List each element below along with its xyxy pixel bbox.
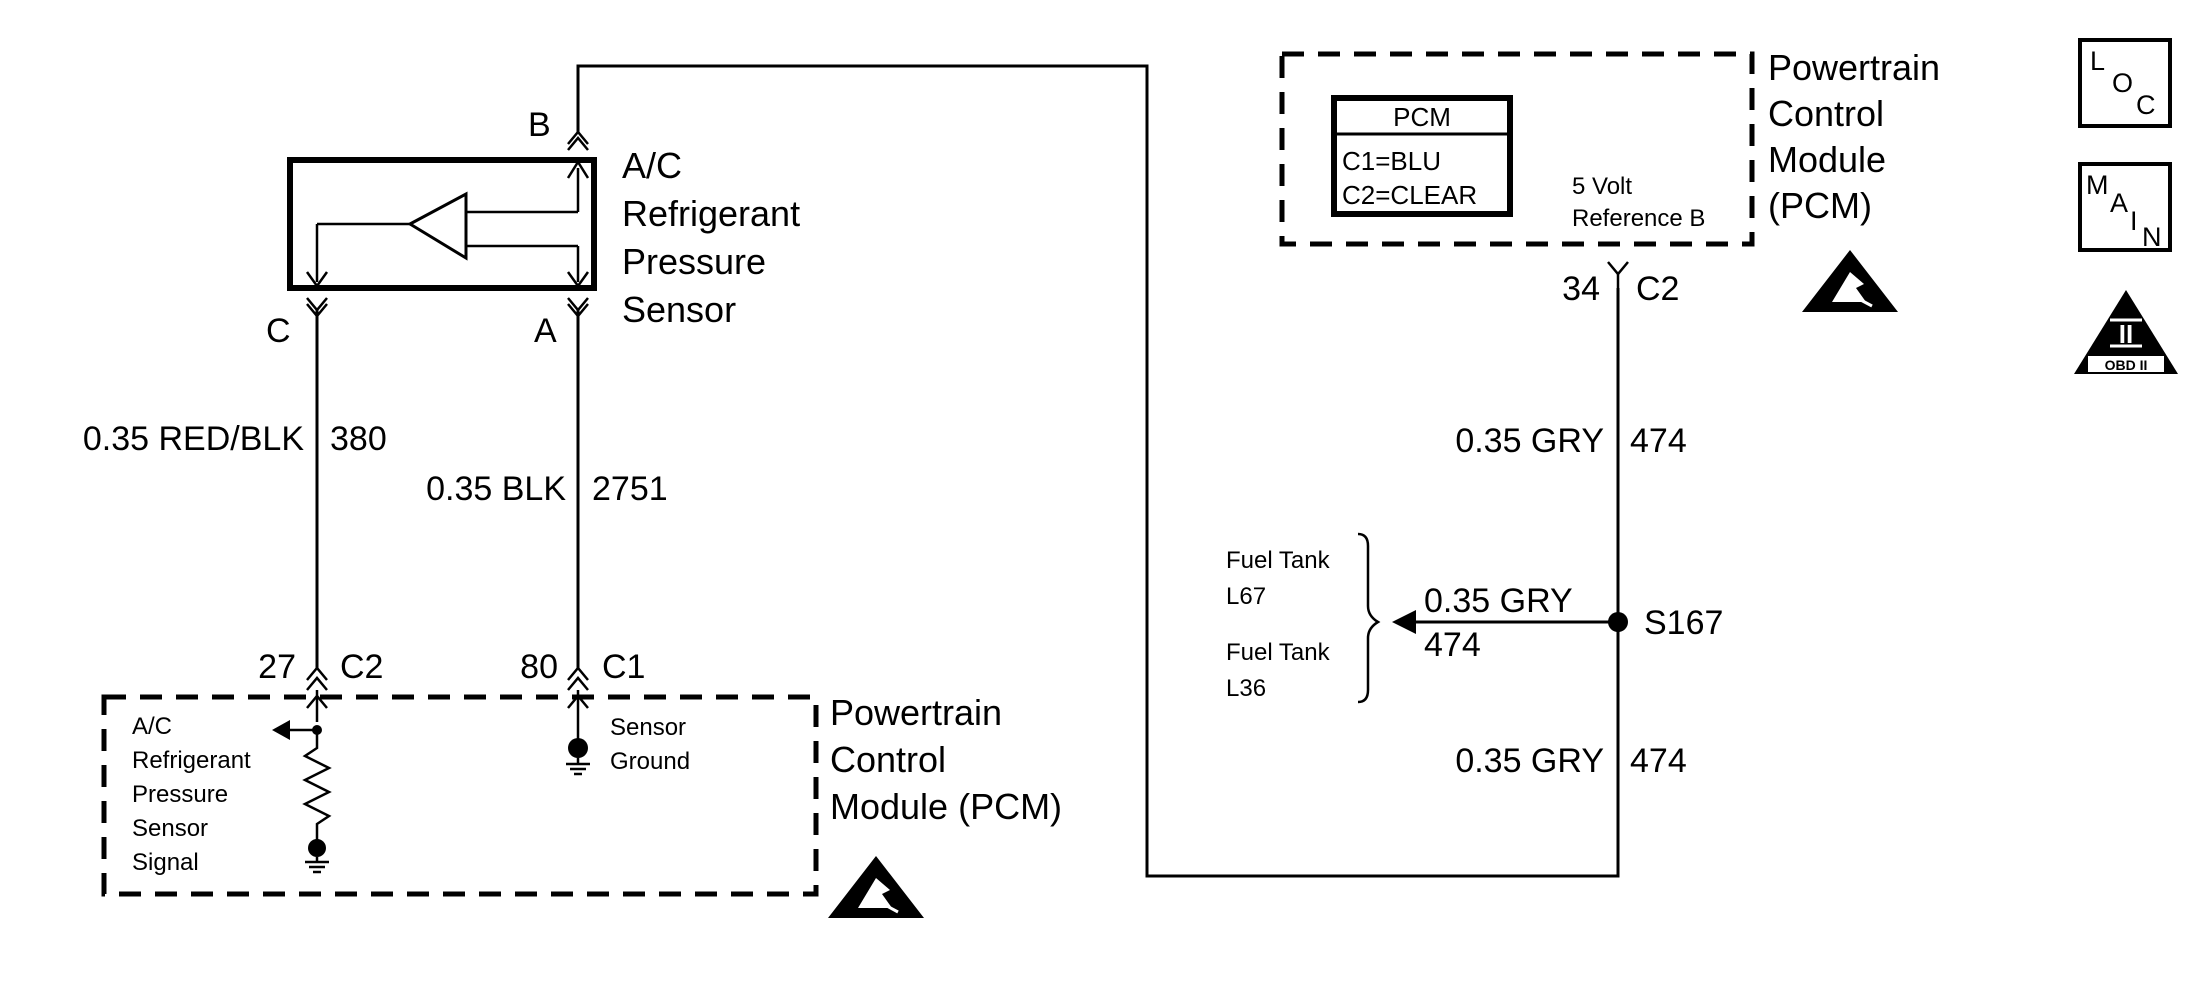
wire-474-lower-circuit: 474 <box>1630 742 1687 780</box>
option-brace <box>1357 532 1381 704</box>
pin-a-label: A <box>534 312 557 350</box>
ground-icon-2 <box>566 758 590 776</box>
pin-34-connector: C2 <box>1636 270 1679 308</box>
option2-line2: L36 <box>1226 675 1266 702</box>
option1-line2: L67 <box>1226 583 1266 610</box>
signal-arrow-icon <box>272 720 290 740</box>
pcm-upper-title-line3: Module <box>1768 139 1886 180</box>
pin-34-connector-symbol <box>1607 261 1629 290</box>
loc-symbol <box>2078 38 2172 128</box>
wire-474-branch-circuit: 474 <box>1424 626 1481 664</box>
connector-table <box>1331 95 1513 217</box>
ground-label-line2: Ground <box>610 748 690 775</box>
pcm-upper-title-line2: Control <box>1768 93 1884 134</box>
wire-380-gauge-color: 0.35 RED/BLK <box>83 420 304 458</box>
main-symbol <box>2078 162 2172 252</box>
wire-474-upper-circuit: 474 <box>1630 422 1687 460</box>
signal-label-line4: Sensor <box>132 815 208 842</box>
pin-80-connector-symbol <box>567 666 589 740</box>
wire-2751-circuit: 2751 <box>592 470 668 508</box>
sensor-label-line4: Sensor <box>622 289 736 330</box>
pin-b-connector <box>567 130 589 151</box>
wire-474-lower-gauge-color: 0.35 GRY <box>1455 742 1604 780</box>
pcm-upper-title-line1: Powertrain <box>1768 47 1940 88</box>
wire-circuit-474-loop <box>576 64 1620 878</box>
pcm-upper-boundary <box>1279 51 1755 247</box>
loc-letter-c: C <box>2136 90 2156 120</box>
loc-letter-l: L <box>2090 46 2105 76</box>
amplifier-symbol <box>406 191 468 261</box>
signal-label-line2: Refrigerant <box>132 747 251 774</box>
splice-id: S167 <box>1644 604 1723 642</box>
pin-80-number: 80 <box>520 648 558 686</box>
main-letter-a: A <box>2110 188 2128 218</box>
pcm-lower-title-line1: Powertrain <box>830 692 1002 733</box>
wire-474-branch-gauge-color: 0.35 GRY <box>1424 582 1573 620</box>
pin-34-number: 34 <box>1562 270 1600 308</box>
pin-27-connector: C2 <box>340 648 383 686</box>
wire-474-upper-gauge-color: 0.35 GRY <box>1455 422 1604 460</box>
esd-sensitive-icon <box>828 856 924 918</box>
loc-letter-o: O <box>2112 68 2133 98</box>
reference-label-line1: 5 Volt <box>1572 173 1632 200</box>
connector-table-row2: C2=CLEAR <box>1342 180 1477 210</box>
wire-380-circuit: 380 <box>330 420 387 458</box>
signal-label-line1: A/C <box>132 713 172 740</box>
ground-node-1 <box>308 839 326 857</box>
sensor-label-line1: A/C <box>622 145 682 186</box>
option1-line1: Fuel Tank <box>1226 547 1331 574</box>
pin-80-connector: C1 <box>602 648 645 686</box>
obd-ii-icon <box>2074 290 2178 374</box>
pin-b-label: B <box>528 106 551 144</box>
sensor-label-line3: Pressure <box>622 241 766 282</box>
resistor-symbol <box>302 730 332 842</box>
pin-c-label: C <box>266 312 291 350</box>
obd-label: OBD II <box>2105 357 2148 373</box>
reference-label-line2: Reference B <box>1572 205 1705 232</box>
ac-refrigerant-pressure-sensor <box>287 157 597 291</box>
main-letter-i: I <box>2130 206 2138 236</box>
esd-sensitive-icon-upper <box>1802 250 1898 312</box>
ground-node-2 <box>568 738 588 758</box>
sensor-label-line2: Refrigerant <box>622 193 800 234</box>
pcm-lower-title-line2: Control <box>830 739 946 780</box>
signal-label-line3: Pressure <box>132 781 228 808</box>
pcm-lower-title-line3: Module (PCM) <box>830 786 1062 827</box>
pin-27-connector-symbol <box>306 666 328 722</box>
option2-line1: Fuel Tank <box>1226 639 1331 666</box>
main-letter-m: M <box>2086 170 2109 200</box>
signal-label-line5: Signal <box>132 849 199 876</box>
pin-27-number: 27 <box>258 648 296 686</box>
main-letter-n: N <box>2142 222 2162 252</box>
pcm-upper-title-line4: (PCM) <box>1768 185 1872 226</box>
obd-numeral: II <box>2119 319 2133 349</box>
ground-label-line1: Sensor <box>610 714 686 741</box>
wire-2751-gauge-color: 0.35 BLK <box>426 470 566 508</box>
branch-arrow-icon <box>1392 610 1416 634</box>
connector-table-row1: C1=BLU <box>1342 146 1441 176</box>
pcm-lower-boundary <box>101 694 819 897</box>
connector-table-header: PCM <box>1393 102 1451 132</box>
ground-icon-1 <box>305 857 329 874</box>
